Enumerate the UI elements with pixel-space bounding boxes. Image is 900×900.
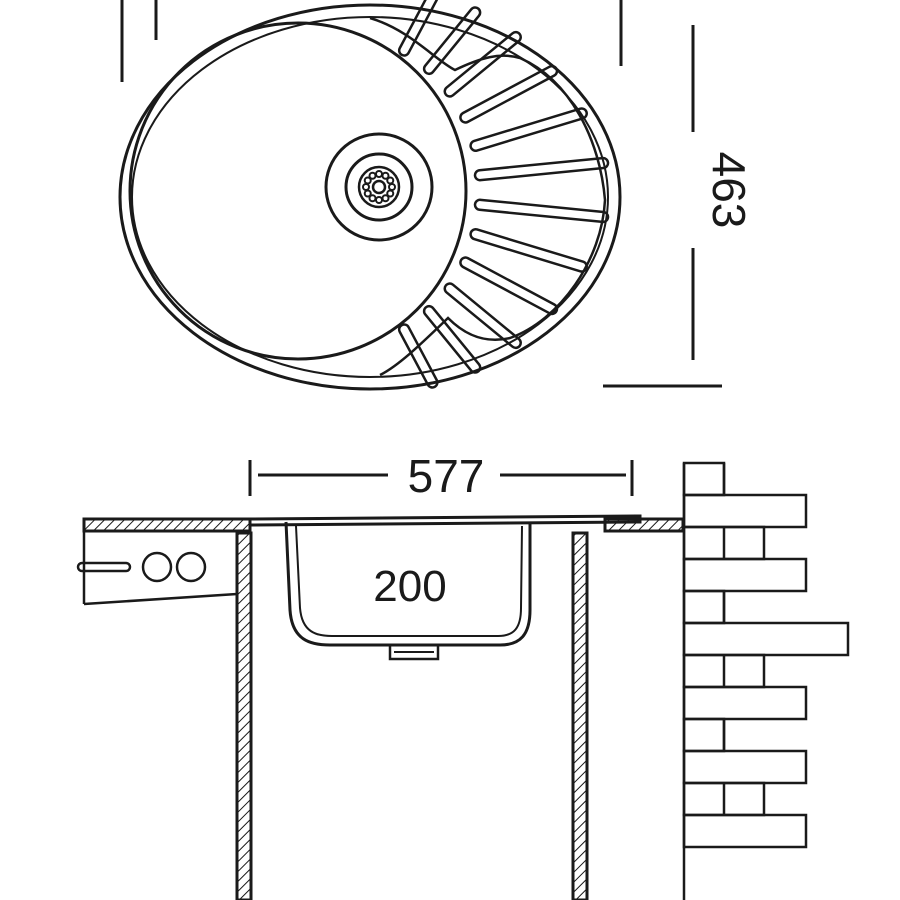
sink-outer-rim	[118, 3, 622, 391]
drain-center	[371, 179, 387, 195]
drainboard-groove	[459, 256, 559, 316]
brick	[682, 493, 808, 529]
drainboard-groove	[473, 156, 610, 182]
drainboard-groove	[397, 323, 439, 389]
drain-hole	[362, 183, 370, 191]
drain-hole	[375, 196, 383, 204]
brick	[682, 685, 808, 721]
bowl-outline	[128, 21, 468, 361]
top-view	[118, 0, 722, 391]
drain-hole	[368, 171, 377, 180]
drain-hole	[381, 194, 390, 203]
drain-strainer-holes	[362, 170, 396, 204]
drainboard-groove	[469, 107, 588, 152]
brick	[682, 461, 726, 497]
countertop-left	[82, 517, 252, 533]
drain-hole	[381, 171, 390, 180]
drain-outlet	[388, 643, 440, 661]
cabinet-panel-right	[571, 531, 589, 900]
drain-hole	[388, 183, 396, 191]
drain-hole	[375, 170, 383, 178]
drain-inner-ring	[357, 165, 401, 209]
drainboard-groove	[422, 6, 482, 75]
drainboard-groove	[459, 64, 559, 124]
sink-inner-rim	[131, 16, 609, 378]
drain-hole	[386, 176, 395, 185]
brick	[682, 749, 808, 785]
brick	[682, 589, 726, 625]
appliance-handle	[76, 561, 132, 573]
drainboard-groove	[469, 228, 588, 273]
brick	[682, 557, 808, 593]
cabinet-panel-left	[235, 531, 253, 900]
drain-middle-ring	[344, 152, 414, 222]
appliance-knob-2	[175, 551, 207, 583]
brick	[682, 813, 808, 849]
section-view	[76, 460, 850, 900]
drainboard-groove	[443, 30, 522, 98]
drainboard-groove	[397, 0, 439, 57]
drain-outer-ring	[324, 132, 434, 242]
drainboard-groove	[443, 282, 522, 350]
brick	[682, 717, 726, 753]
drain-hole	[363, 189, 372, 198]
brick-wall	[682, 461, 850, 900]
drainboard-outline	[369, 16, 607, 377]
width-dimension-label: 577	[408, 450, 485, 502]
bowl-section	[284, 521, 532, 647]
depth-dimension-label: 200	[373, 562, 446, 611]
drain-hole	[363, 176, 372, 185]
drainboard-grooves	[397, 0, 610, 389]
adjacent-cabinet-edge	[83, 592, 238, 606]
drain-hole	[386, 189, 395, 198]
drain-hole	[368, 194, 377, 203]
brick	[682, 621, 850, 657]
sink-rim-section	[249, 514, 642, 527]
drainboard-groove	[473, 198, 610, 224]
appliance-knob-1	[141, 551, 173, 583]
height-dimension-label: 463	[703, 152, 755, 229]
bowl-section-inner	[295, 525, 523, 637]
drainboard-groove	[422, 305, 482, 374]
